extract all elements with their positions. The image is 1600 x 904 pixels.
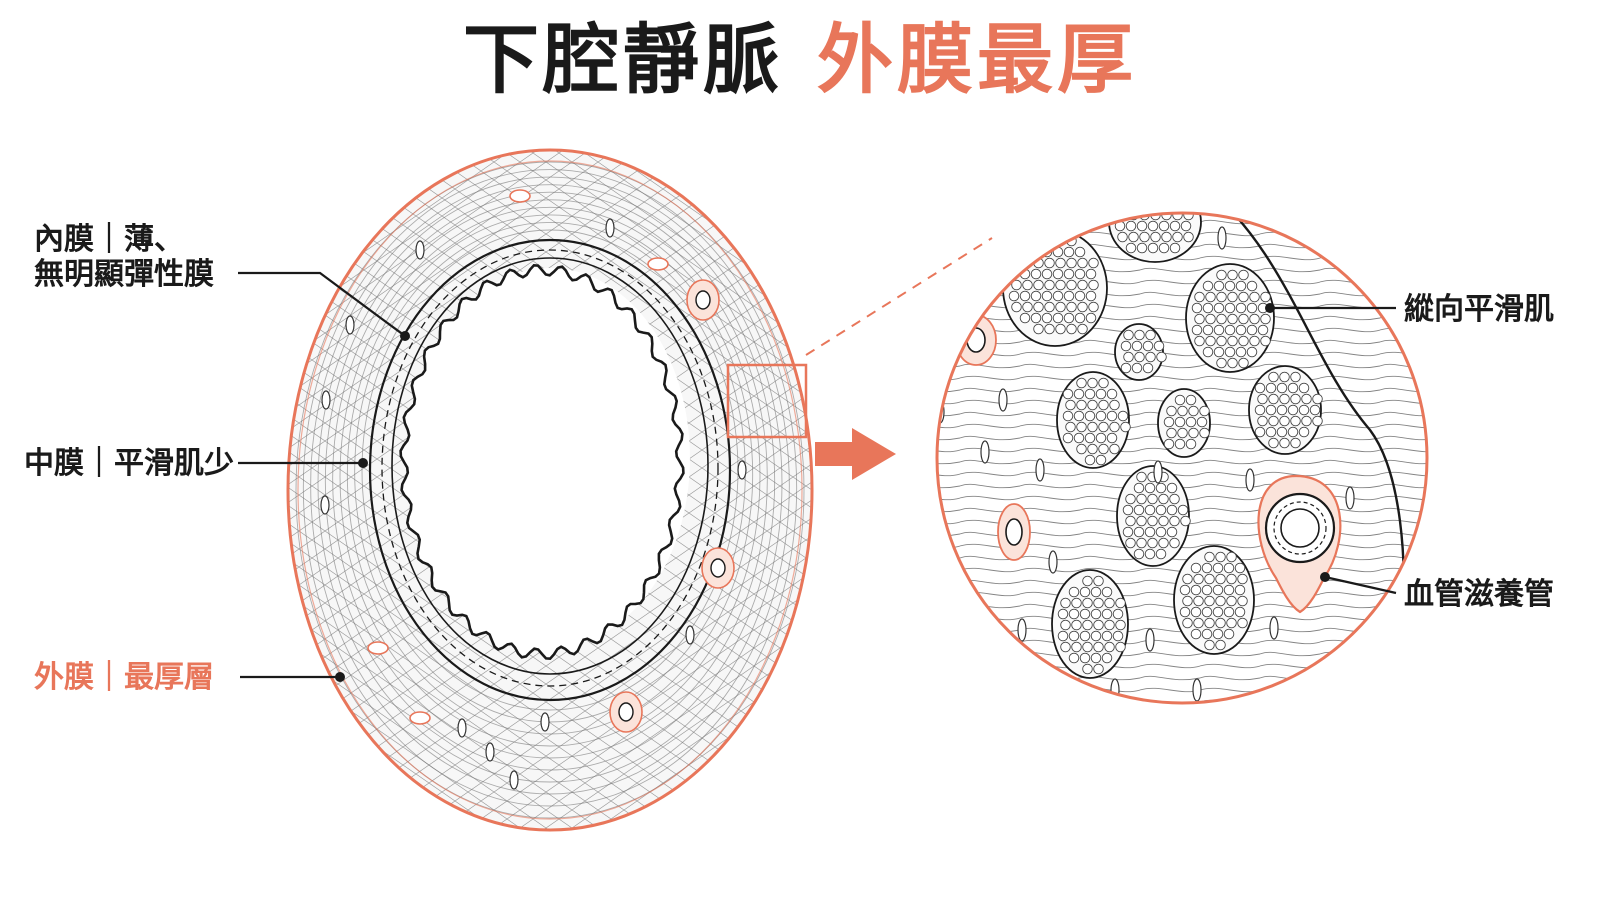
- media-outer-band: [368, 238, 732, 702]
- wall-cell: [367, 641, 389, 655]
- wall-cell: [345, 315, 355, 335]
- muscle-bundle: [1051, 569, 1129, 679]
- muscle-bundle: [1108, 213, 1202, 263]
- leader-vasa: [1324, 575, 1397, 595]
- fibroblast: [1110, 678, 1120, 702]
- wall-small-vessel: [609, 691, 643, 733]
- label-adventitia: 外膜｜最厚層: [34, 660, 214, 695]
- small-vessel: [955, 314, 997, 366]
- page-title: 下腔靜脈外膜最厚: [0, 22, 1600, 98]
- fibroblast: [1017, 618, 1027, 642]
- wall-cell: [605, 218, 615, 238]
- leader-lines: [238, 271, 1397, 682]
- muscle-bundle: [1157, 388, 1211, 458]
- adventitia-inner-outline: [297, 160, 803, 820]
- muscle-bundle: [1173, 545, 1255, 655]
- leader-intima: [238, 271, 406, 337]
- fibroblast: [1153, 460, 1163, 484]
- muscle-bundle: [1056, 371, 1131, 469]
- muscle-bundle: [1116, 465, 1191, 567]
- label-vasa-vasorum: 血管滋養管: [1404, 577, 1554, 612]
- zoom-arrow-icon: [815, 428, 896, 480]
- wall-cell: [415, 240, 425, 260]
- small-vessel: [997, 503, 1031, 561]
- wall-small-vessel: [701, 547, 735, 589]
- magnified-circle-outline: [935, 211, 1429, 705]
- wall-cell: [647, 257, 669, 271]
- media-dashed-band: [381, 249, 719, 687]
- zoom-guide-line: [805, 237, 993, 356]
- adventitia-outline: [286, 148, 814, 832]
- fibroblast: [1245, 468, 1255, 492]
- fibroblast: [980, 440, 990, 464]
- vasa-vasorum-vessel: [1257, 474, 1342, 614]
- fibroblast: [1217, 226, 1227, 250]
- title-main: 下腔靜脈: [463, 15, 783, 104]
- fibroblast: [1345, 486, 1355, 510]
- fibroblast: [1048, 550, 1058, 574]
- fibroblast: [1035, 458, 1045, 482]
- wall-cell: [409, 711, 431, 725]
- label-intima-line2: 無明顯彈性膜: [34, 257, 214, 293]
- wall-cell: [457, 718, 467, 738]
- muscle-bundle: [1248, 365, 1323, 455]
- label-intima: 內膜｜薄、 無明顯彈性膜: [34, 222, 214, 293]
- wall-cell: [321, 390, 331, 410]
- fibroblast: [998, 388, 1008, 412]
- label-longitudinal-muscle: 縱向平滑肌: [1404, 292, 1554, 327]
- wall-cell: [737, 460, 747, 480]
- muscle-bundle: [1185, 263, 1275, 373]
- wall-cell: [540, 712, 550, 732]
- wall-cell: [685, 625, 695, 645]
- title-highlight: 外膜最厚: [817, 15, 1137, 104]
- label-intima-line1: 內膜｜薄、: [34, 222, 184, 257]
- zoom-region-frame: [726, 363, 808, 439]
- fibroblast: [1145, 628, 1155, 652]
- wall-cell: [320, 495, 330, 515]
- fibroblast: [1192, 678, 1202, 702]
- vessel-cross-section: [286, 148, 993, 832]
- label-media: 中膜｜平滑肌少: [24, 446, 234, 481]
- magnified-adventitia: [935, 211, 1429, 705]
- wall-small-vessel: [686, 279, 720, 321]
- wall-cell: [509, 770, 519, 790]
- wall-cell: [509, 189, 531, 203]
- media-inner-band: [391, 257, 709, 675]
- muscle-bundle: [1114, 323, 1167, 381]
- wall-cell: [485, 742, 495, 762]
- lumen-intima-boundary: [399, 263, 685, 661]
- wall-cells: [320, 189, 747, 790]
- fibroblast: [1269, 616, 1279, 640]
